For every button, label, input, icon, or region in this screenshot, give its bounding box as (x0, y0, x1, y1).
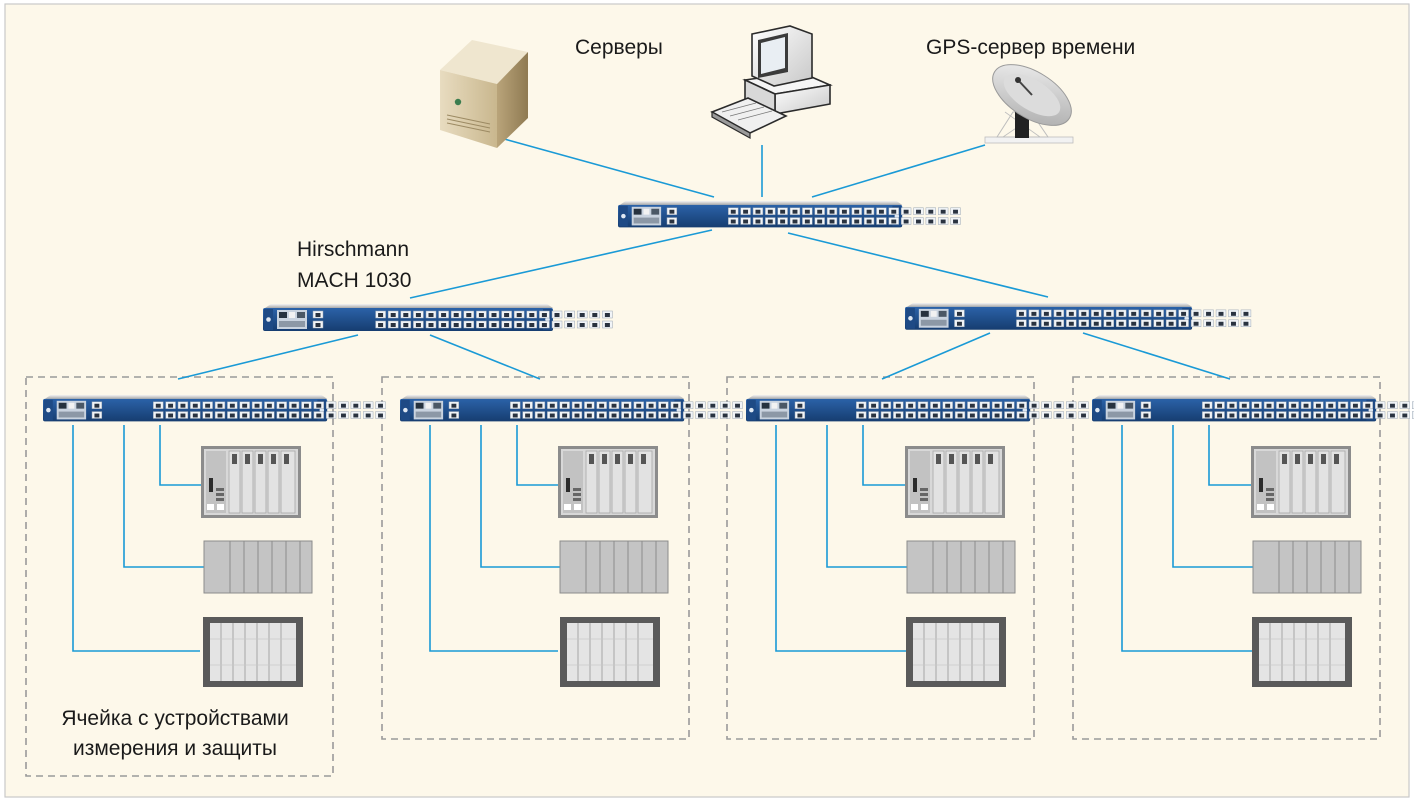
network-switch-icon (1092, 395, 1414, 421)
cell-2-devices (557, 445, 669, 688)
cell-4-switch (1092, 395, 1414, 421)
cell-frame-3 (726, 376, 1035, 740)
measurement-module-icon (203, 540, 313, 594)
cell-3-links (775, 425, 908, 652)
measurement-module-icon (559, 540, 669, 594)
switch-model-label-line-1: Hirschmann (297, 238, 409, 261)
cell-label-line-2: измерения и защиты (73, 737, 277, 760)
cell-4-links (1121, 425, 1253, 652)
protection-relay-rack-icon (200, 445, 302, 519)
protection-relay-rack-icon (904, 445, 1006, 519)
io-panel-icon (905, 616, 1007, 688)
switch-model-label-line-2: MACH 1030 (297, 269, 411, 292)
io-panel-icon (1251, 616, 1353, 688)
computer-workstation-icon (710, 25, 833, 140)
satellite-dish-icon (984, 64, 1074, 144)
io-panel-icon (559, 616, 661, 688)
cell-frame-4 (1072, 376, 1381, 740)
cell-2-links (429, 425, 561, 652)
protection-relay-rack-icon (557, 445, 659, 519)
server-tower-icon (440, 40, 528, 148)
gps-server-label: GPS-сервер времени (926, 36, 1135, 59)
servers-label: Серверы (575, 36, 663, 59)
measurement-module-icon (906, 540, 1016, 594)
cell-frame-1 (25, 376, 334, 777)
cell-label-line-1: Ячейка с устройствами (61, 707, 288, 730)
cell-frame-2 (381, 376, 690, 740)
measurement-module-icon (1252, 540, 1362, 594)
core-links (177, 136, 1231, 380)
cell-1-devices (200, 445, 313, 688)
io-panel-icon (202, 616, 304, 688)
cell-4-devices (1250, 445, 1362, 688)
cell-1-links (72, 425, 204, 652)
cell-3-devices (904, 445, 1016, 688)
protection-relay-rack-icon (1250, 445, 1352, 519)
